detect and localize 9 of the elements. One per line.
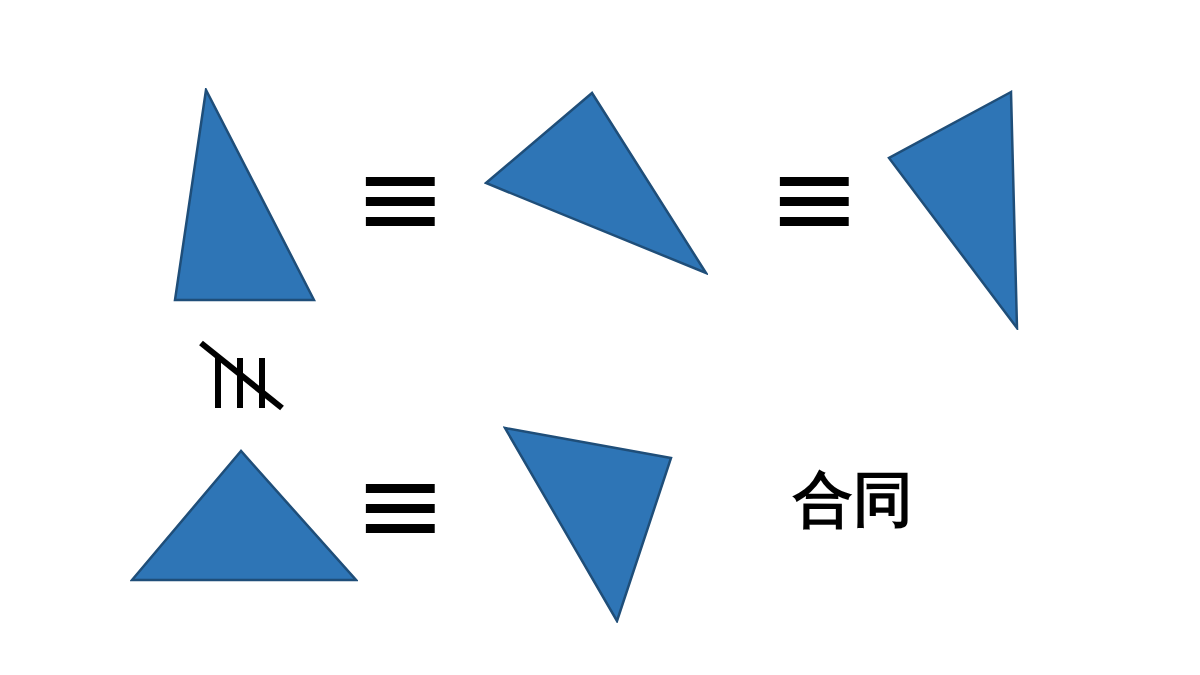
- caption-text: 合同: [793, 470, 913, 530]
- triangle: [130, 449, 358, 582]
- triangle: [887, 90, 1019, 330]
- congruence-symbol: ≡: [767, 143, 861, 253]
- triangle: [503, 426, 673, 623]
- triangle: [173, 88, 316, 302]
- triangle: [484, 91, 708, 275]
- congruence-symbol: ≡: [353, 450, 447, 560]
- congruence-symbol: ≡: [353, 143, 447, 253]
